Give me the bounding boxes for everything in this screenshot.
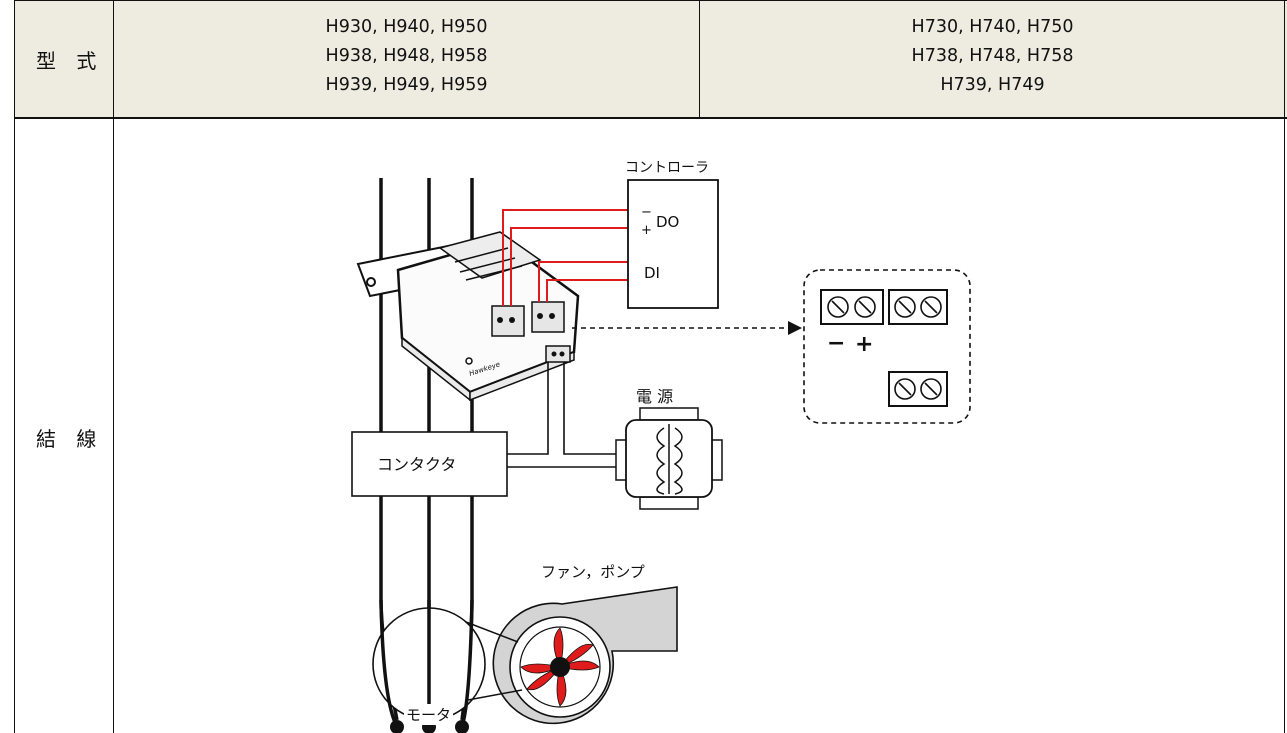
power-wires <box>507 362 625 468</box>
detail-plus-label: + <box>855 332 873 357</box>
di-label: DI <box>644 264 660 282</box>
table-border-top <box>14 0 1287 1</box>
table-border-left <box>14 0 15 733</box>
models-col1-line1: H930, H940, H950 <box>325 17 488 37</box>
header-row-background <box>14 0 1287 118</box>
do-label: DO <box>656 213 679 231</box>
signal-wires <box>502 209 635 306</box>
table-border-right <box>1284 0 1285 733</box>
table-border-col1 <box>113 0 114 733</box>
do-plus-label: + <box>641 223 652 238</box>
do-minus-label: − <box>641 205 652 220</box>
controller: コントローラ − + DO DI <box>625 160 719 309</box>
models-col2-line3: H739, H749 <box>940 75 1045 95</box>
fan-label: ファン，ポンプ <box>541 563 645 581</box>
models-col1-line3: H939, H949, H959 <box>325 75 488 95</box>
controller-label: コントローラ <box>625 160 709 176</box>
detail-minus-label: − <box>827 331 845 356</box>
table-border-mid <box>14 117 1287 119</box>
models-col2-line2: H738, H748, H758 <box>911 46 1074 66</box>
row-label-model: 型 式 <box>36 49 104 73</box>
motor-label: モータ <box>404 704 454 725</box>
power-label: 電 源 <box>636 387 673 406</box>
table-border-col2 <box>699 0 700 118</box>
detail-arrow <box>572 321 802 335</box>
motor <box>372 599 523 733</box>
models-col1: H930, H940, H950 H938, H948, H958 H939, … <box>114 13 699 100</box>
contactor: コンタクタ <box>351 431 508 497</box>
fan-pump: ファン，ポンプ <box>492 563 678 725</box>
models-col2-line1: H730, H740, H750 <box>911 17 1074 37</box>
current-sensor: Hawkeye <box>356 231 580 402</box>
power-supply: 電 源 <box>615 387 723 510</box>
row-label-wiring: 結 線 <box>36 427 104 451</box>
models-col1-line2: H938, H948, H958 <box>325 46 488 66</box>
contactor-label: コンタクタ <box>377 455 456 474</box>
terminal-detail: − + <box>803 269 971 424</box>
models-col2: H730, H740, H750 H738, H748, H758 H739, … <box>700 13 1285 100</box>
